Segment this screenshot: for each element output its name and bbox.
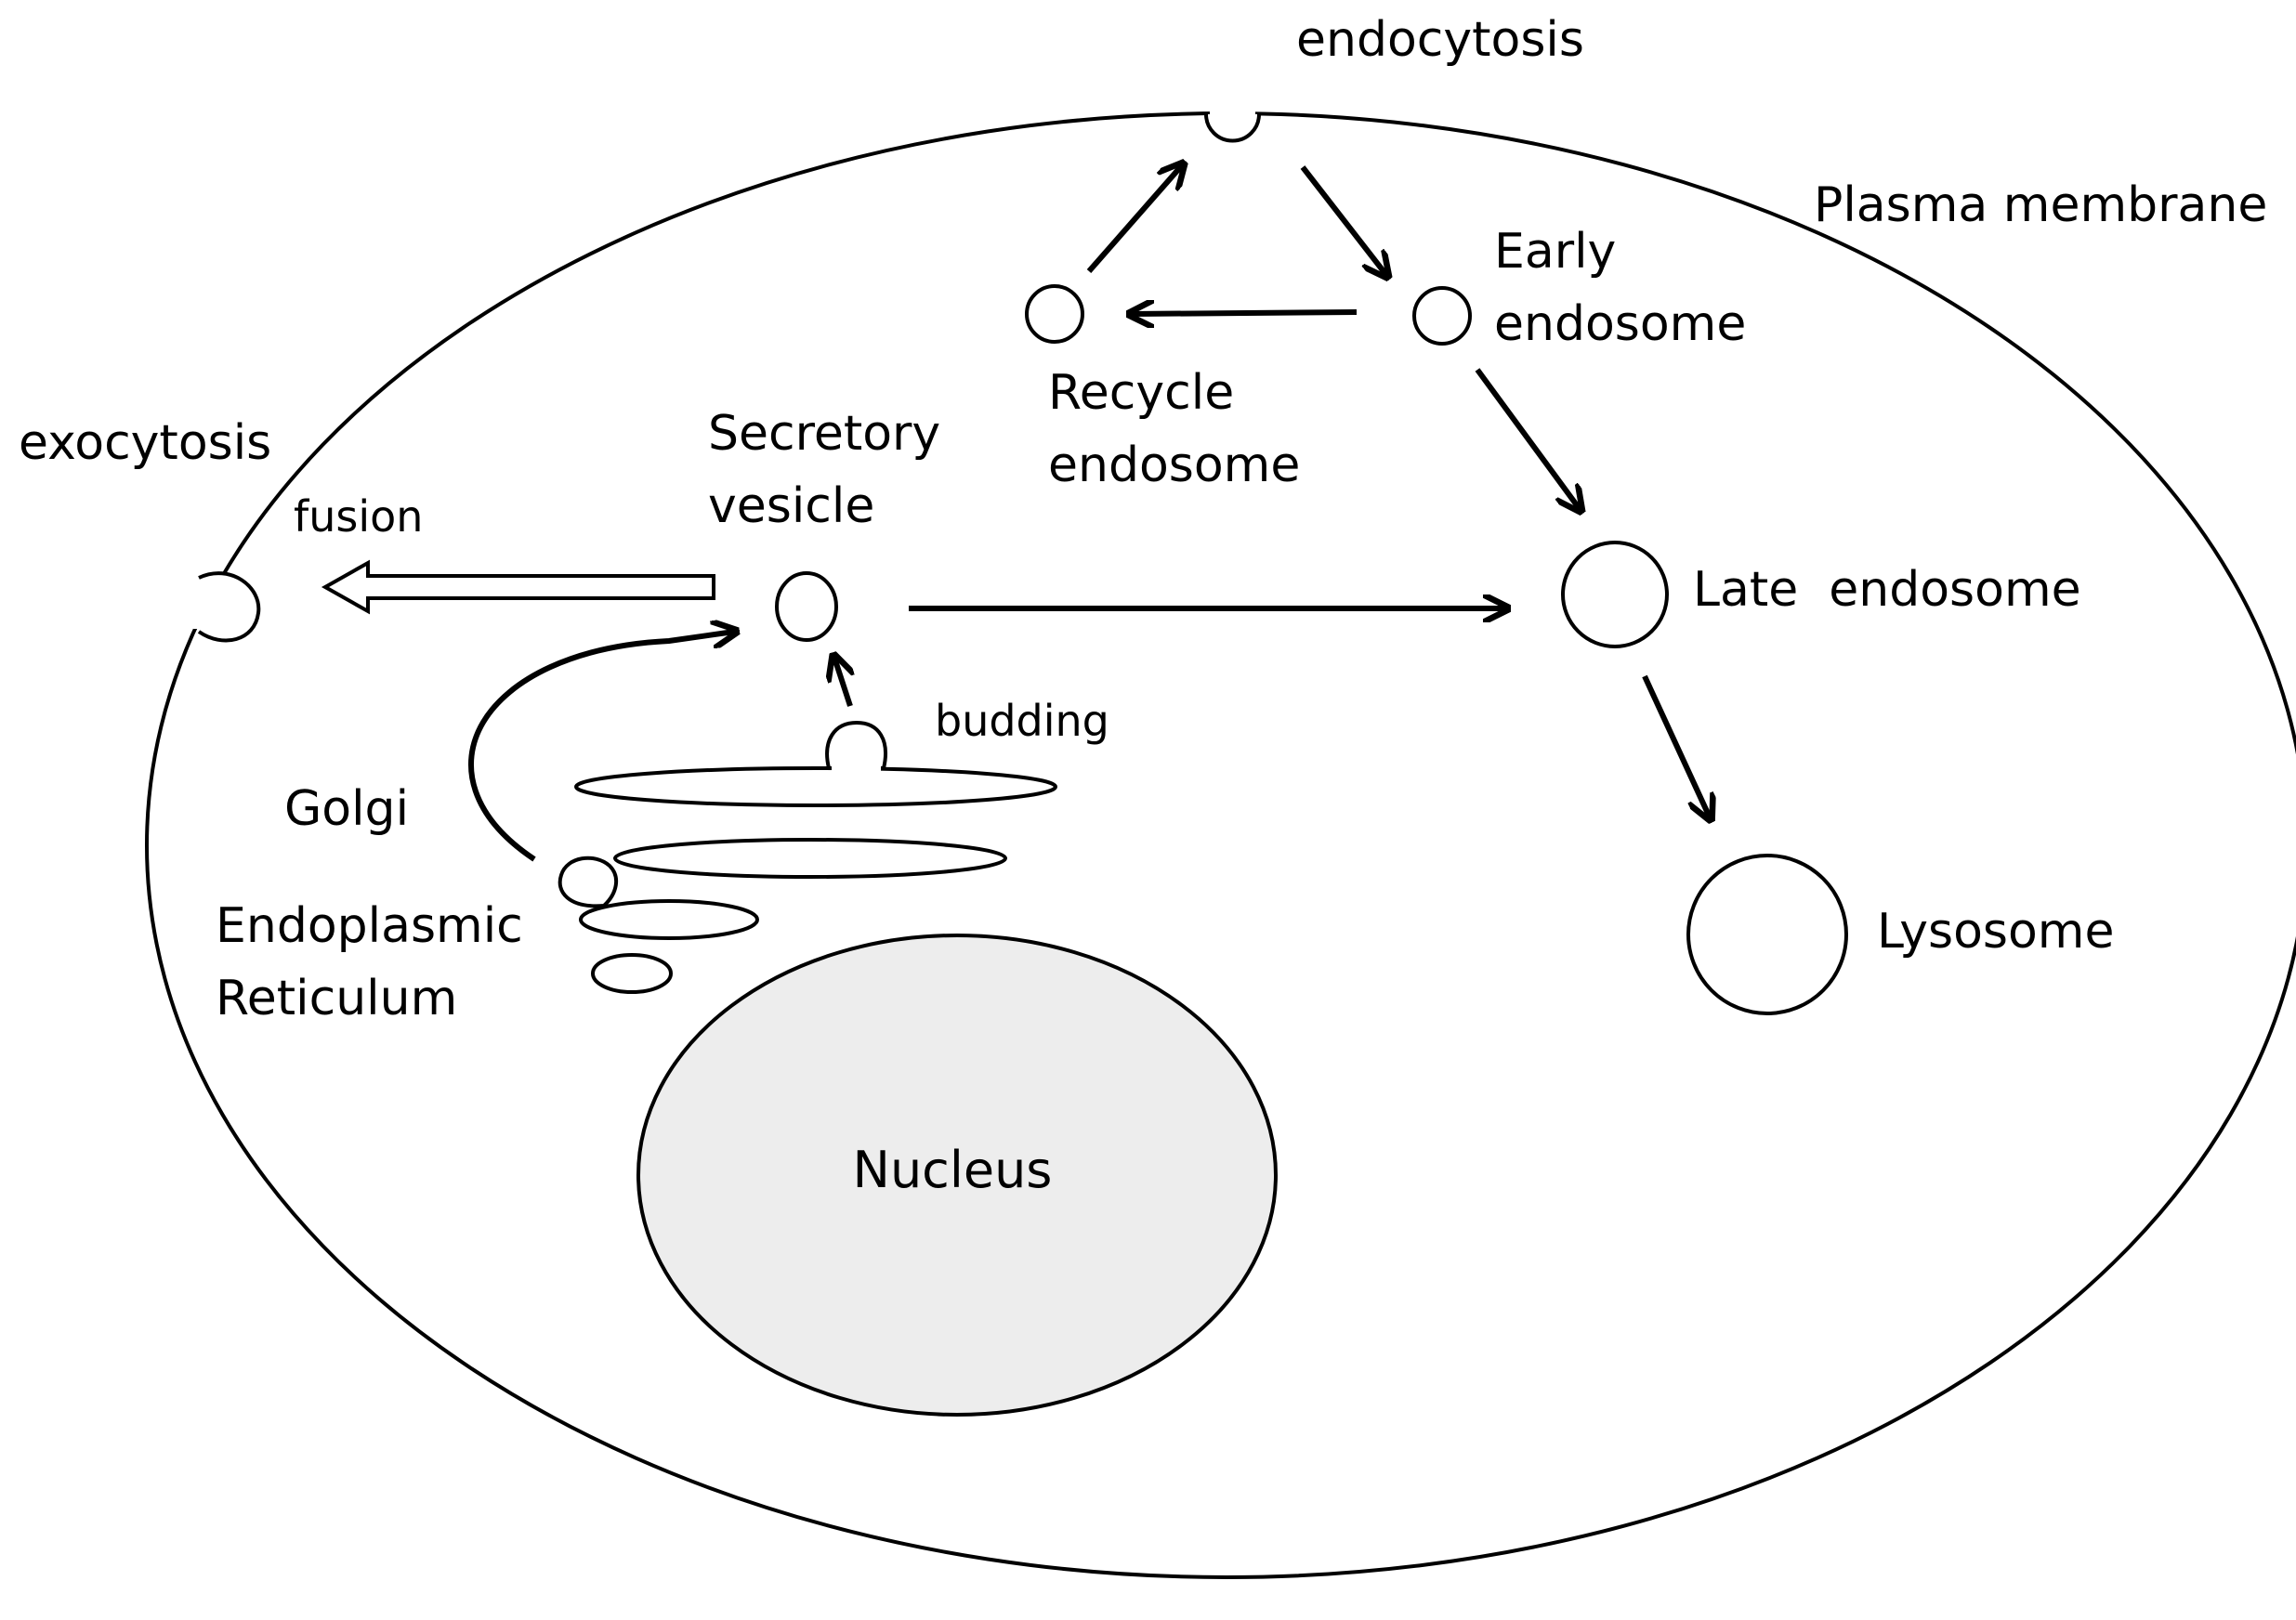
arrow-budding-to-secretory (834, 658, 850, 707)
recycle-endosome-vesicle (1025, 284, 1084, 344)
label-recycle-endosome-line1: Recycle (1048, 365, 1234, 421)
arrow-er-to-secretory (467, 632, 734, 862)
label-late-endosome: Late endosome (1693, 562, 2081, 618)
label-fusion: fusion (294, 491, 423, 542)
label-secretory-vesicle-line1: Secretory (708, 406, 940, 462)
label-secretory-vesicle-line2: vesicle (708, 478, 874, 534)
label-lysosome: Lysosome (1877, 904, 2114, 960)
label-er-line2: Reticulum (216, 971, 457, 1026)
lysosome (1686, 854, 1848, 1015)
arrow-early-to-recycle (1132, 312, 1358, 314)
early-endosome-vesicle (1412, 286, 1472, 346)
exocytosis-pit (193, 571, 261, 643)
label-plasma-membrane: Plasma membrane (1814, 177, 2267, 233)
label-early-endosome-line1: Early (1494, 224, 1616, 280)
golgi-cisterna-top (574, 766, 1057, 807)
label-recycle-endosome-line2: endosome (1048, 438, 1300, 493)
secretory-vesicle (775, 571, 838, 642)
label-er-line1: Endoplasmic (216, 898, 523, 954)
arrow-early-to-late (1475, 368, 1580, 509)
golgi-apparatus (574, 720, 1057, 879)
arrow-membrane-to-early (1300, 165, 1386, 275)
late-endosome (1561, 541, 1669, 648)
label-nucleus: Nucleus (853, 1141, 1053, 1199)
endoplasmic-reticulum (558, 856, 759, 994)
label-budding: budding (935, 696, 1109, 746)
label-golgi: Golgi (284, 781, 409, 837)
arrow-late-to-lysosome (1642, 674, 1710, 817)
label-exocytosis: exocytosis (19, 415, 271, 471)
plasma-membrane (145, 111, 2296, 1579)
er-cisterna (579, 899, 759, 940)
label-endocytosis: endocytosis (1296, 12, 1584, 68)
budding-vesicle (825, 720, 887, 770)
arrow-recycle-to-membrane (1086, 165, 1182, 273)
er-small-cisterna (591, 953, 673, 994)
fusion-arrow (321, 559, 715, 615)
endocytosis-pit (1204, 111, 1261, 143)
nucleus (636, 934, 1278, 1417)
golgi-cisterna-middle (613, 838, 1007, 879)
er-bud (558, 856, 619, 908)
label-early-endosome-line2: endosome (1494, 296, 1746, 352)
